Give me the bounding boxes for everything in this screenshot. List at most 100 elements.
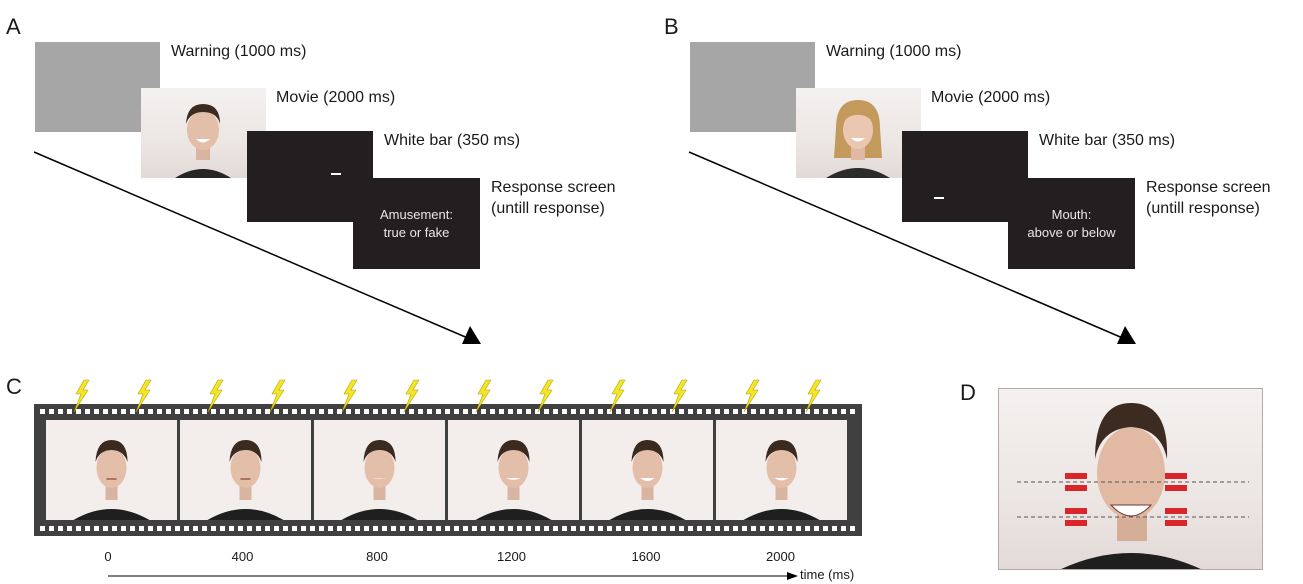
sprocket-hole (148, 409, 153, 414)
sprocket-hole (364, 409, 369, 414)
warning-label-a: Warning (1000 ms) (171, 43, 307, 60)
sprocket-hole (706, 409, 711, 414)
sprocket-hole (418, 526, 423, 531)
sprocket-hole (751, 526, 756, 531)
face-icon (207, 509, 284, 520)
sprocket-hole (121, 526, 126, 531)
time-tick-label: 2000 (766, 549, 795, 564)
sprocket-hole (58, 409, 63, 414)
sprocket-hole (94, 409, 99, 414)
sprocket-hole (652, 526, 657, 531)
sprocket-hole (274, 526, 279, 531)
sprocket-hole (310, 526, 315, 531)
sprocket-hole (283, 526, 288, 531)
sprocket-hole (256, 526, 261, 531)
sprocket-hole (121, 409, 126, 414)
sprocket-hole (598, 409, 603, 414)
face-icon (73, 509, 150, 520)
sprocket-hole (175, 409, 180, 414)
position-marker-lower-right (1165, 508, 1187, 526)
sprocket-hole (355, 526, 360, 531)
sprocket-hole (769, 409, 774, 414)
sprocket-hole (841, 409, 846, 414)
sprocket-hole (472, 409, 477, 414)
sprocket-hole (679, 526, 684, 531)
sprocket-hole (130, 526, 135, 531)
sprocket-hole (823, 526, 828, 531)
response-label-a-line1: Response screen (491, 179, 616, 196)
sprocket-hole (526, 526, 531, 531)
face-icon (826, 100, 890, 178)
sprocket-hole (139, 526, 144, 531)
sprocket-hole (337, 526, 342, 531)
sprocket-hole (400, 526, 405, 531)
white-bar-a (331, 173, 341, 175)
face-icon (743, 509, 820, 520)
lightning-icon (805, 379, 822, 413)
sprocket-hole (607, 526, 612, 531)
time-tick-label: 400 (231, 549, 254, 564)
sprocket-hole (832, 526, 837, 531)
face-icon (341, 509, 418, 520)
movie-frame-a (141, 88, 266, 178)
sprocket-hole (544, 409, 549, 414)
sprocket-hole (589, 526, 594, 531)
response-text-b-line2: above or below (1027, 225, 1116, 240)
sprocket-hole (283, 409, 288, 414)
sprocket-hole (211, 526, 216, 531)
lightning-icon (743, 379, 760, 413)
sprocket-hole (166, 409, 171, 414)
sprocket-hole (589, 409, 594, 414)
sprocket-hole (391, 409, 396, 414)
sprocket-hole (391, 526, 396, 531)
sprocket-hole (553, 409, 558, 414)
sprocket-hole (220, 526, 225, 531)
face-icon (363, 440, 396, 462)
sprocket-hole (112, 409, 117, 414)
sprocket-hole (112, 526, 117, 531)
face-icon (475, 509, 552, 520)
sprocket-hole (733, 526, 738, 531)
sprocket-hole (670, 526, 675, 531)
movie-frame-b (796, 88, 921, 178)
sprocket-hole (193, 409, 198, 414)
sprocket-hole (490, 526, 495, 531)
sprocket-hole (571, 526, 576, 531)
sprocket-hole (526, 409, 531, 414)
sprocket-hole (40, 526, 45, 531)
warning-screen-a (35, 42, 160, 132)
timeline-arrow-a (33, 151, 481, 344)
sprocket-hole (436, 526, 441, 531)
sprocket-hole (148, 526, 153, 531)
sprocket-hole (715, 526, 720, 531)
lightning-icon (341, 379, 358, 413)
sprocket-hole (445, 526, 450, 531)
sprocket-hole (220, 409, 225, 414)
lightning-icon (609, 379, 626, 413)
panel-a-letter: A (6, 14, 21, 39)
sprocket-hole (175, 526, 180, 531)
sprocket-hole (85, 409, 90, 414)
sprocket-hole (535, 526, 540, 531)
sprocket-hole (805, 409, 810, 414)
sprocket-hole (634, 409, 639, 414)
sprocket-hole (49, 409, 54, 414)
sprocket-hole (850, 409, 855, 414)
response-screen-a: Amusement: true or fake (353, 178, 480, 269)
white-bar-label-a: White bar (350 ms) (384, 132, 521, 149)
sprocket-hole (850, 526, 855, 531)
response-text-a-line2: true or fake (383, 225, 450, 240)
sprocket-hole (580, 409, 585, 414)
sprocket-hole (490, 409, 495, 414)
time-tick-label: 0 (104, 549, 112, 564)
sprocket-hole (166, 526, 171, 531)
sprocket-hole (616, 409, 621, 414)
response-screen-b: Mouth: above or below (1008, 178, 1135, 269)
sprocket-hole (301, 409, 306, 414)
sprocket-hole (49, 526, 54, 531)
sprocket-hole (184, 526, 189, 531)
sprocket-hole (229, 409, 234, 414)
sprocket-hole (364, 526, 369, 531)
sprocket-hole (247, 526, 252, 531)
response-text-b-line1: Mouth: (1051, 207, 1092, 222)
